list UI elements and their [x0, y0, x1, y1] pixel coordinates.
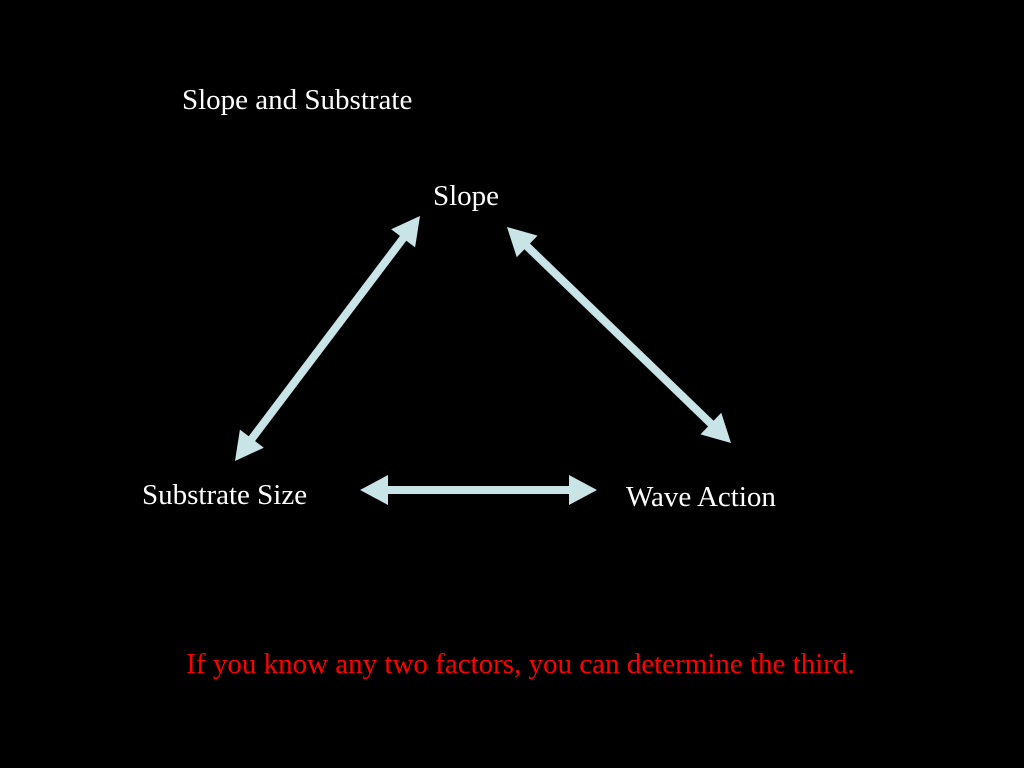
node-substrate-size: Substrate Size	[142, 479, 308, 511]
arrowhead-substrate-end	[235, 429, 264, 461]
node-wave-action: Wave Action	[626, 481, 776, 513]
node-slope: Slope	[433, 180, 500, 212]
arrowhead-wave-end	[569, 475, 597, 505]
slide-title: Slope and Substrate	[182, 84, 413, 116]
footer-note: If you know any two factors, you can det…	[186, 648, 855, 680]
arrow-shaft-slope-wave	[522, 242, 716, 428]
arrowhead-wave-end	[700, 412, 731, 443]
arrowhead-slope-end	[507, 227, 538, 258]
arrowhead-substrate-end	[360, 475, 388, 505]
diagram-edges	[235, 216, 731, 505]
arrowhead-slope-end	[391, 216, 420, 248]
arrow-shaft-substrate-slope	[247, 234, 408, 443]
